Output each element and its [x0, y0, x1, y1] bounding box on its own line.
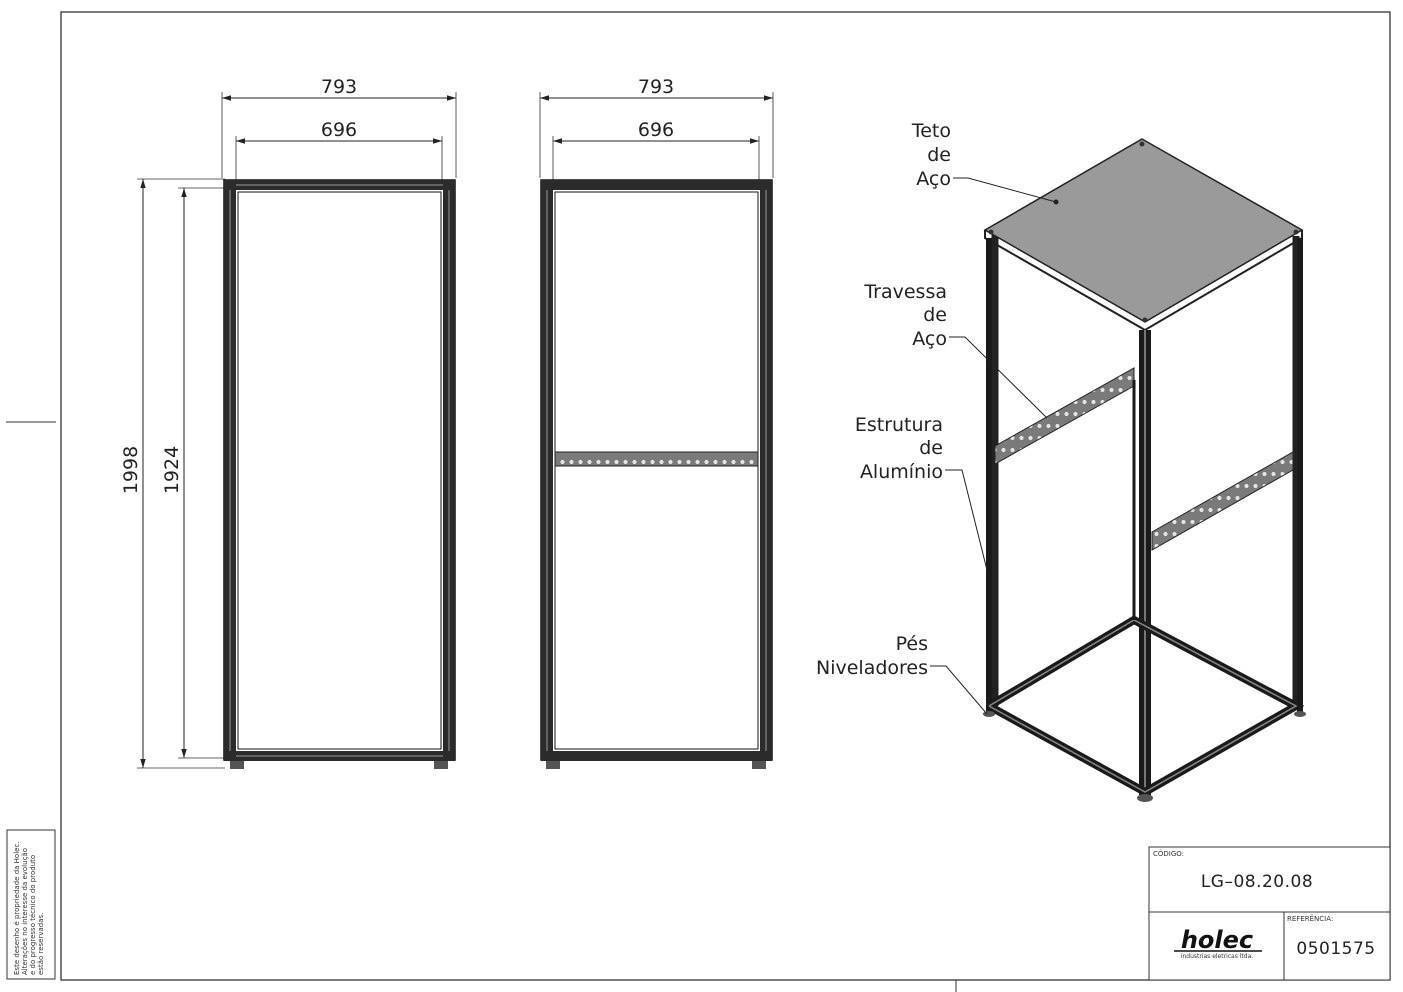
logo-subtitle: industrias eletricas ltda. [1181, 953, 1253, 960]
iso-crossbar-front [1151, 451, 1294, 551]
side-crossbar [554, 451, 759, 467]
code-label: CÓDIGO: [1153, 849, 1184, 858]
holec-logo: holec [1181, 926, 1253, 954]
ref-value: 0501575 [1296, 939, 1375, 959]
front-width-inner-dim: 696 [321, 119, 357, 141]
ownership-note: Este desenho é propriedade da Holec. Alt… [6, 829, 56, 980]
note-line-3: e do progresso técnico do produto [29, 855, 37, 975]
svg-text:de: de [927, 144, 951, 166]
iso-crossbar-back [994, 367, 1135, 465]
code-value: LG–08.20.08 [1201, 872, 1313, 892]
isometric-view [983, 138, 1306, 802]
svg-text:de: de [923, 304, 947, 326]
svg-text:Estrutura: Estrutura [855, 414, 943, 436]
svg-text:Pés: Pés [896, 633, 928, 655]
side-view: 793 696 [539, 76, 774, 769]
ref-label: REFERÊNCIA: [1287, 914, 1333, 923]
front-height-outer-dim: 1998 [120, 446, 142, 494]
steel-roof [983, 138, 1304, 323]
side-width-inner-dim: 696 [638, 119, 674, 141]
svg-text:de: de [919, 437, 943, 459]
drawing-frame [6, 11, 1391, 992]
svg-text:Alumínio: Alumínio [860, 461, 943, 483]
title-block: CÓDIGO: LG–08.20.08 REFERÊNCIA: 0501575 … [1148, 846, 1391, 981]
callout-roof: Teto de Aço [911, 120, 1059, 205]
side-width-outer-dim: 793 [638, 76, 674, 98]
svg-text:Aço: Aço [912, 328, 947, 350]
front-width-outer-dim: 793 [321, 76, 357, 98]
front-height-inner-dim: 1924 [161, 446, 183, 494]
svg-text:Travessa: Travessa [863, 281, 947, 303]
callout-structure: Estrutura de Alumínio [855, 414, 988, 571]
front-view: 793 696 1998 1924 [120, 76, 457, 769]
note-line-4: estão reservadas. [37, 913, 45, 975]
svg-text:Niveladores: Niveladores [816, 657, 928, 679]
callout-crossbar: Travessa de Aço [863, 281, 1048, 419]
callout-feet: Pés Niveladores [816, 633, 988, 715]
svg-text:Aço: Aço [916, 168, 951, 190]
note-line-1: Este desenho é propriedade da Holec. [13, 841, 21, 975]
note-line-2: Alterações no interesse da evolução [21, 848, 29, 975]
svg-text:Teto: Teto [911, 120, 951, 142]
